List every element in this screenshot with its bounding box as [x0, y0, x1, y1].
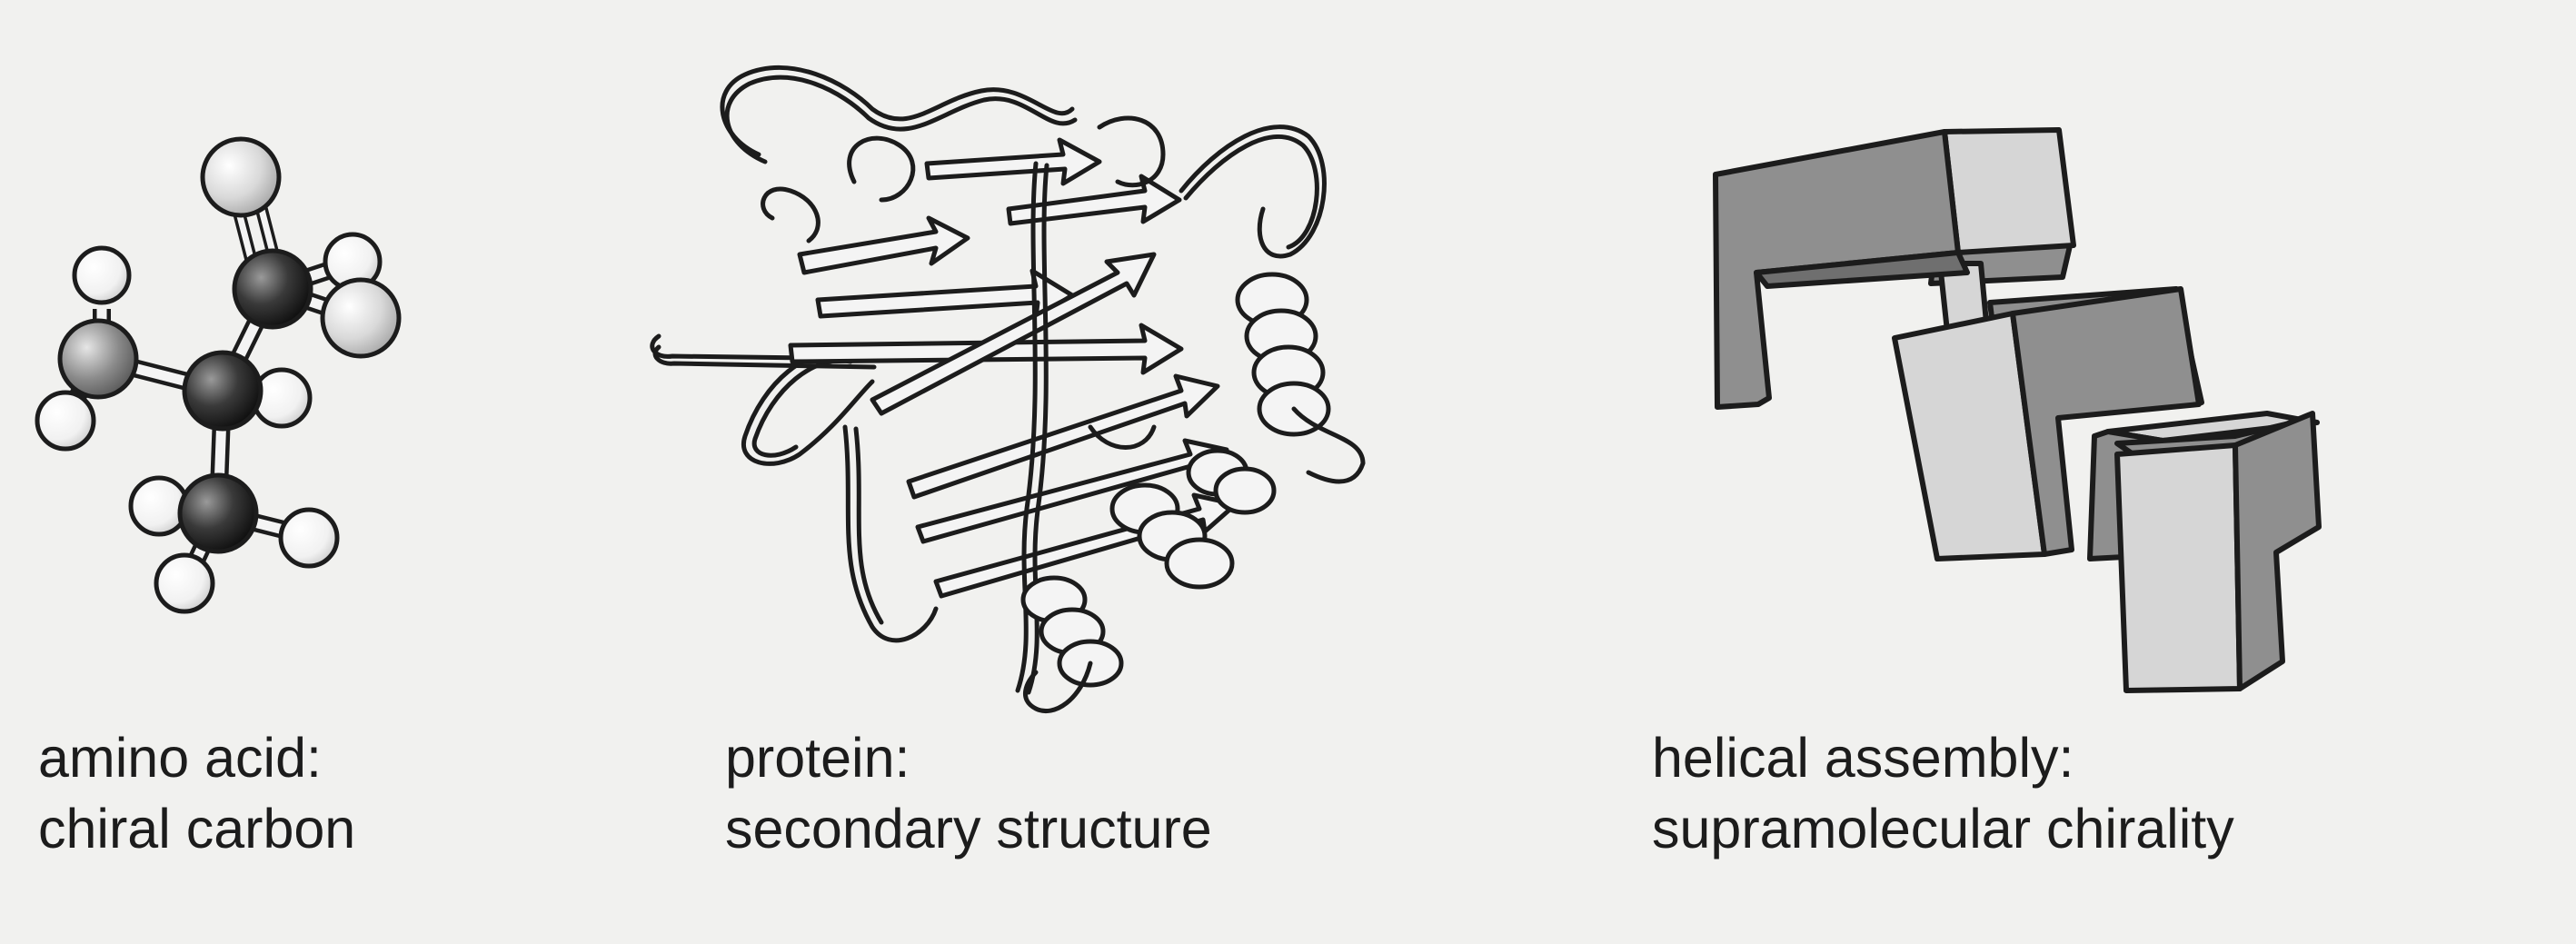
protein-loop: [761, 186, 821, 243]
caption-line2: secondary structure: [725, 798, 1212, 860]
oxygen-atom: [200, 136, 282, 218]
atoms: [35, 136, 402, 614]
amino-acid-molecule: [35, 136, 402, 614]
nitrogen-atom: [57, 318, 139, 400]
protein-ribbon-diagram: [650, 65, 1366, 713]
alpha-carbon-atom: [182, 350, 264, 432]
hydrogen-atom: [154, 552, 215, 614]
alpha-helix: [1020, 575, 1124, 688]
block-top: [1713, 127, 2076, 410]
block-middle: [1892, 286, 2204, 561]
amino-acid-caption: amino acid: chiral carbon: [38, 722, 355, 864]
caption-line1: helical assembly:: [1652, 727, 2074, 789]
beta-strand: [906, 373, 1220, 500]
oxygen-atom: [320, 277, 402, 359]
helical-assembly-caption: helical assembly: supramolecular chirali…: [1652, 722, 2234, 864]
beta-strand: [924, 137, 1102, 186]
helical-assembly-panel: helical assembly: supramolecular chirali…: [1599, 0, 2576, 944]
protein-loop: [1179, 124, 1327, 259]
block-bottom: [2087, 411, 2322, 693]
hydrogen-atom: [278, 507, 340, 569]
beta-strand: [797, 215, 970, 275]
caption-line2: supramolecular chirality: [1652, 798, 2234, 860]
protein-panel: protein: secondary structure: [636, 0, 1454, 944]
beta-strand: [870, 252, 1157, 416]
amino-acid-panel: amino acid: chiral carbon: [0, 0, 636, 944]
caption-line2: chiral carbon: [38, 798, 356, 860]
carbon-atom: [177, 472, 259, 554]
hydrogen-atom: [72, 245, 132, 305]
alpha-helix: [1186, 448, 1277, 515]
caption-line1: protein:: [725, 727, 910, 789]
protein-caption: protein: secondary structure: [725, 722, 1212, 864]
alpha-helix: [1109, 482, 1235, 590]
helical-assembly-blocks: [1713, 127, 2322, 693]
carbon-atom: [232, 248, 313, 330]
protein-loop: [720, 65, 1075, 157]
hydrogen-atom: [35, 390, 96, 452]
caption-line1: amino acid:: [38, 727, 322, 789]
alpha-helix: [1235, 272, 1331, 437]
